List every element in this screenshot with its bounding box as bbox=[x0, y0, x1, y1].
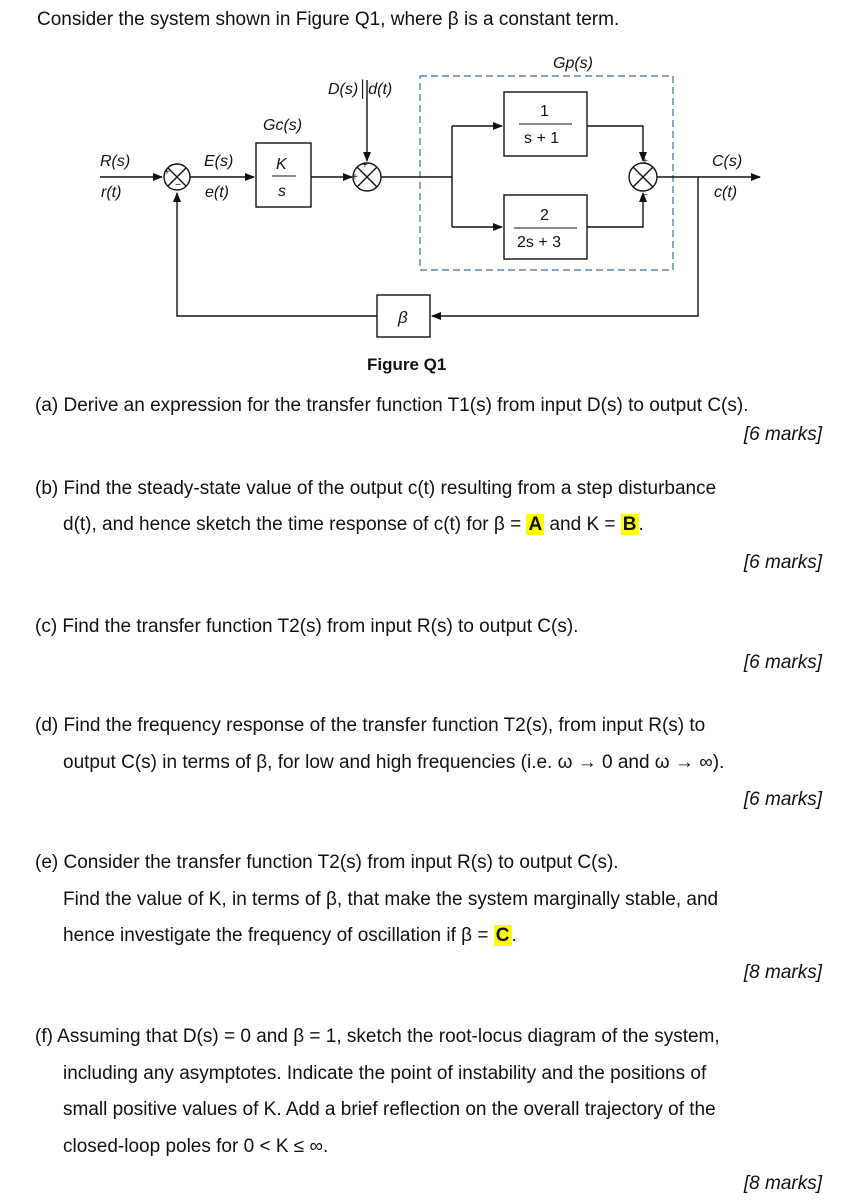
plant-block-1: 1 s + 1 bbox=[503, 91, 588, 157]
intro-text: Consider the system shown in Figure Q1, … bbox=[37, 9, 620, 30]
question-f-line1: (f) Assuming that D(s) = 0 and β = 1, sk… bbox=[35, 1026, 720, 1047]
gp-label: Gp(s) bbox=[553, 55, 593, 72]
block2-output-line bbox=[587, 192, 647, 228]
question-f-line3: small positive values of K. Add a brief … bbox=[63, 1099, 716, 1120]
summing-junction-2: + + bbox=[352, 160, 382, 192]
block-diagram: Gp(s) R(s) r(t) + − E(s) e(t) K s Gc(s) … bbox=[100, 55, 761, 374]
svg-text:β: β bbox=[397, 308, 408, 327]
question-b-line2: d(t), and hence sketch the time response… bbox=[63, 514, 644, 536]
question-d-line1: (d) Find the frequency response of the t… bbox=[35, 715, 706, 736]
question-a-marks: [6 marks] bbox=[743, 424, 822, 445]
question-f-line2: including any asymptotes. Indicate the p… bbox=[63, 1063, 707, 1084]
output-label-bottom: c(t) bbox=[714, 184, 737, 201]
feedback-line-right bbox=[431, 177, 699, 320]
svg-text:+: + bbox=[642, 156, 648, 167]
error-label-top: E(s) bbox=[204, 153, 233, 170]
question-b-marks: [6 marks] bbox=[743, 552, 822, 573]
summing-junction-3: + − bbox=[628, 156, 658, 201]
gc-label: Gc(s) bbox=[263, 117, 302, 134]
question-e-marks: [8 marks] bbox=[743, 962, 822, 983]
question-d-marks: [6 marks] bbox=[743, 789, 822, 810]
svg-text:s + 1: s + 1 bbox=[524, 130, 559, 147]
feedback-line-left bbox=[173, 192, 377, 317]
question-e-line3-end: . bbox=[511, 925, 517, 946]
svg-text:2: 2 bbox=[540, 207, 549, 224]
svg-text:−: − bbox=[175, 180, 181, 191]
feedback-block: β bbox=[376, 294, 431, 338]
output-label-top: C(s) bbox=[712, 153, 742, 170]
highlight-C: C bbox=[493, 925, 512, 946]
question-a-text: (a) Derive an expression for the transfe… bbox=[35, 395, 749, 416]
plant-block-2: 2 2s + 3 bbox=[503, 194, 588, 260]
svg-text:−: − bbox=[642, 190, 648, 201]
question-f-marks: [8 marks] bbox=[743, 1173, 822, 1194]
question-e-line1: (e) Consider the transfer function T2(s)… bbox=[35, 852, 619, 873]
question-e-line2: Find the value of K, in terms of β, that… bbox=[63, 889, 719, 910]
highlight-B: B bbox=[620, 514, 639, 535]
svg-text:+: + bbox=[164, 167, 170, 178]
question-c-text: (c) Find the transfer function T2(s) fro… bbox=[35, 616, 579, 637]
question-b-line2-mid: and K = bbox=[544, 514, 621, 535]
highlight-A: A bbox=[526, 514, 545, 535]
question-e-line3-pre: hence investigate the frequency of oscil… bbox=[63, 925, 494, 946]
question-b-line1: (b) Find the steady-state value of the o… bbox=[35, 478, 717, 499]
question-b-line2-end: . bbox=[638, 514, 644, 535]
summing-junction-1: + − bbox=[163, 163, 191, 191]
question-d-line2: output C(s) in terms of β, for low and h… bbox=[63, 752, 725, 773]
controller-block: K s bbox=[255, 142, 312, 208]
svg-text:K: K bbox=[276, 156, 288, 173]
svg-text:+: + bbox=[362, 160, 368, 171]
figure-caption: Figure Q1 bbox=[367, 355, 446, 374]
question-c-marks: [6 marks] bbox=[743, 652, 822, 673]
question-f-line4: closed-loop poles for 0 < K ≤ ∞. bbox=[63, 1136, 329, 1157]
plant-group-box bbox=[419, 75, 674, 271]
input-label-bottom: r(t) bbox=[101, 184, 121, 201]
input-label-top: R(s) bbox=[100, 153, 130, 170]
svg-text:1: 1 bbox=[540, 103, 549, 120]
disturbance-label: D(s)│d(t) bbox=[328, 79, 392, 99]
svg-text:s: s bbox=[278, 183, 286, 200]
svg-text:+: + bbox=[352, 172, 358, 183]
question-b-line2-pre: d(t), and hence sketch the time response… bbox=[63, 514, 527, 535]
error-label-bottom: e(t) bbox=[205, 184, 229, 201]
block1-output-line bbox=[587, 125, 647, 162]
question-e-line3: hence investigate the frequency of oscil… bbox=[63, 925, 517, 947]
svg-text:2s + 3: 2s + 3 bbox=[517, 234, 561, 251]
